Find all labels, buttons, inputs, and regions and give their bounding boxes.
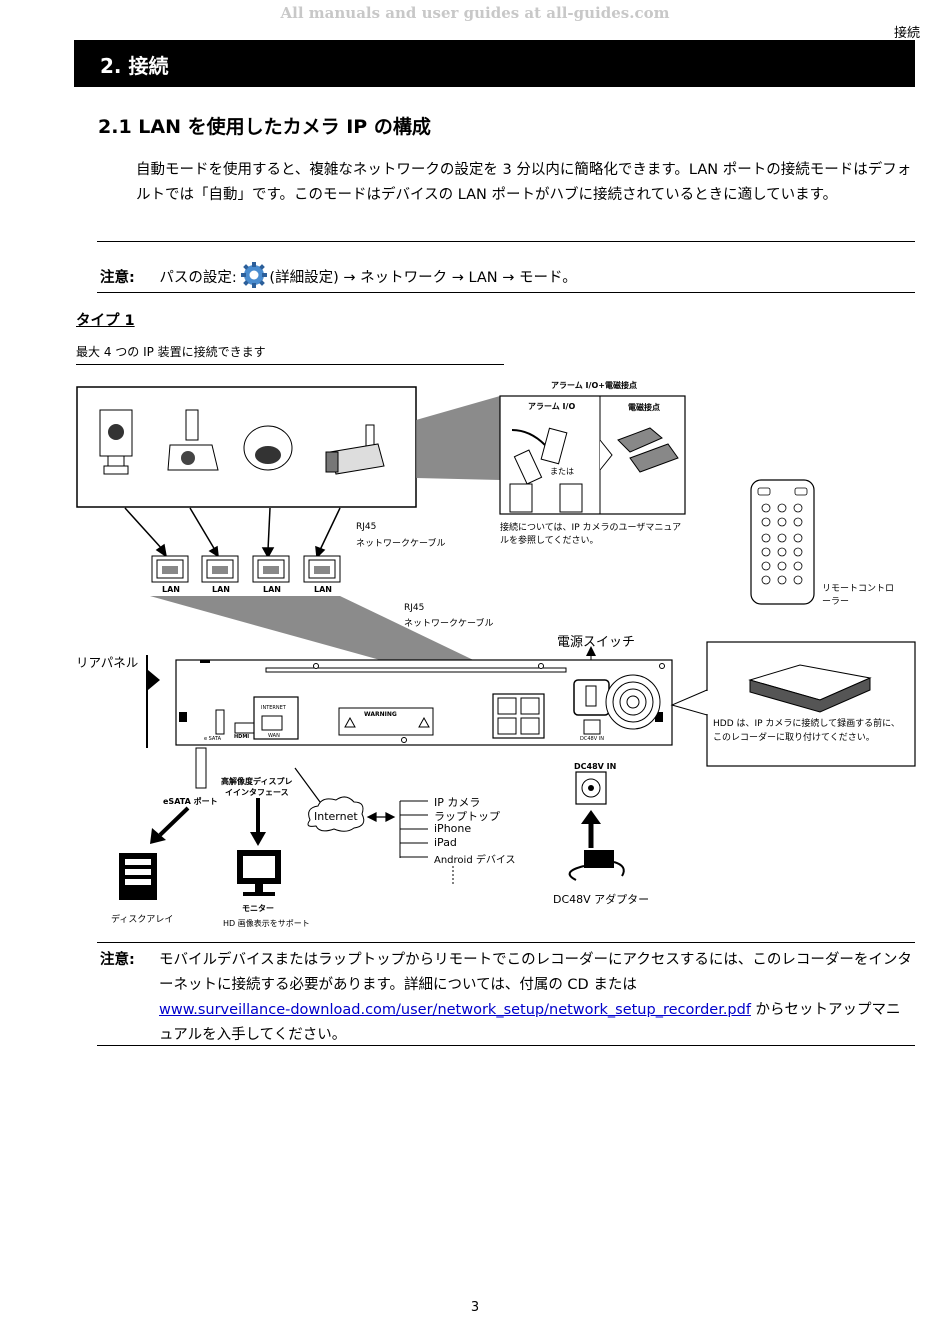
note-path: 注意: パスの設定: (詳細設定) → ネットワーク → LAN → モード。 — [100, 262, 577, 288]
lan-label: LAN — [263, 585, 281, 594]
adapter-label: DC48V アダプター — [553, 893, 650, 906]
network-cable-label: ネットワークケーブル — [404, 619, 494, 629]
panel-internet-label: INTERNET — [261, 705, 286, 711]
panel-hdmi-label: HDMI — [234, 734, 250, 740]
panel-warning-label: WARNING — [364, 711, 397, 718]
divider — [97, 241, 915, 242]
divider — [97, 1045, 915, 1046]
monitor-label: モニター — [242, 904, 274, 913]
internet-cloud-icon — [307, 796, 365, 832]
note-body: モバイルデバイスまたはラップトップからリモートでこのレコーダーにアクセスするには… — [159, 948, 915, 1048]
disk-array-icon — [119, 853, 157, 900]
caption-underline — [76, 364, 504, 365]
dc48v-in-label: DC48V IN — [574, 762, 617, 771]
alarm-box-title: アラーム I/O+電磁接点 — [551, 381, 637, 390]
hd-support-label: HD 画像表示をサポート — [223, 919, 310, 928]
chapter-bar: 2. 接続 — [74, 40, 915, 87]
note-prefix: パスの設定: — [159, 270, 237, 286]
download-link[interactable]: www.surveillance-download.com/user/netwo… — [159, 1002, 751, 1018]
lan-label: LAN — [314, 585, 332, 594]
panel-wan-label: WAN — [268, 733, 280, 739]
hd-display-line1: 高解像度ディスプレ — [221, 777, 293, 786]
hdd-icon — [748, 664, 872, 713]
alarm-io-cable-icon — [509, 427, 583, 513]
rj45-label: RJ45 — [356, 522, 377, 532]
rear-panel-label: リアパネル — [76, 655, 139, 670]
camera-to-lan-arrows — [124, 507, 341, 559]
section-title: 2.1 LAN を使用したカメラ IP の構成 — [98, 116, 431, 138]
internet-label: Internet — [314, 810, 358, 823]
hdd-note-line2: このレコーダーに取り付けてください。 — [713, 733, 875, 743]
esata-port-label: eSATA ポート — [163, 797, 218, 806]
intro-paragraph: 自動モードを使用すると、複雑なネットワークの設定を 3 分以内に簡略化できます。… — [136, 162, 912, 203]
divider — [97, 292, 915, 293]
rj45-label: RJ45 — [404, 603, 425, 613]
chapter-title: 2. 接続 — [100, 54, 169, 78]
advanced-settings-gear-icon — [241, 262, 268, 288]
lan-label: LAN — [212, 585, 230, 594]
device-ip-camera: IP カメラ — [434, 796, 481, 809]
device-laptop: ラップトップ — [434, 810, 500, 823]
device-ipad: iPad — [434, 836, 457, 849]
remote-label-line1: リモートコントロ — [822, 584, 895, 594]
monitor-icon — [237, 850, 281, 896]
lan-ports — [151, 555, 341, 583]
note-label: 注意: — [100, 952, 135, 968]
alarm-note-line1: 接続については、IP カメラのユーザマニュア — [500, 523, 682, 533]
esata-cable — [195, 747, 207, 789]
remote-label-line2: ーラー — [822, 597, 850, 607]
divider — [97, 942, 915, 943]
hd-display-line2: イインタフェース — [225, 788, 289, 797]
lan-port-icon — [252, 555, 290, 583]
type-caption: 最大 4 つの IP 装置に接続できます — [76, 345, 266, 359]
rear-panel — [175, 659, 673, 746]
hdd-note-line1: HDD は、IP カメラに接続して録画する前に、 — [713, 719, 900, 729]
type-title: タイプ 1 — [76, 313, 135, 329]
panel-esata-label: e SATA — [204, 736, 222, 742]
panel-dcin-label: DC48V IN — [580, 736, 604, 742]
power-switch-label: 電源スイッチ — [557, 635, 636, 650]
device-iphone: iPhone — [434, 822, 472, 835]
running-header: 接続 — [893, 26, 920, 41]
cube-camera-icon — [99, 409, 133, 475]
watermark: All manuals and user guides at all-guide… — [280, 4, 670, 22]
note-text-end: からセットアップマニュアルを入手してください。 — [159, 1002, 901, 1043]
lan-port-icon — [303, 555, 341, 583]
note-text: モバイルデバイスまたはラップトップからリモートでこのレコーダーにアクセスするには… — [159, 952, 912, 993]
page-number: 3 — [470, 1300, 480, 1315]
or-label: または — [550, 467, 574, 476]
note-path-text: (詳細設定) → ネットワーク → LAN → モード。 — [269, 270, 577, 286]
alarm-io-label: アラーム I/O — [528, 402, 576, 411]
ceiling-camera-icon — [167, 409, 219, 471]
note-label: 注意: — [100, 270, 135, 286]
disk-array-label: ディスクアレイ — [111, 915, 174, 925]
dome-camera-icon — [243, 425, 293, 471]
lan-port-icon — [201, 555, 239, 583]
alarm-beam — [416, 396, 500, 480]
device-android: Android デバイス — [434, 855, 516, 866]
lan-label: LAN — [162, 585, 180, 594]
lan-port-icon — [151, 555, 189, 583]
power-adapter-icon — [568, 850, 625, 881]
alarm-note-line2: ルを参照してください。 — [500, 536, 599, 546]
magnetic-contact-icon — [617, 427, 679, 473]
network-cable-label: ネットワークケーブル — [356, 539, 446, 549]
remote-controller-icon — [750, 479, 815, 605]
magnetic-contact-label: 電磁接点 — [628, 403, 660, 412]
bullet-camera-icon — [325, 424, 385, 475]
